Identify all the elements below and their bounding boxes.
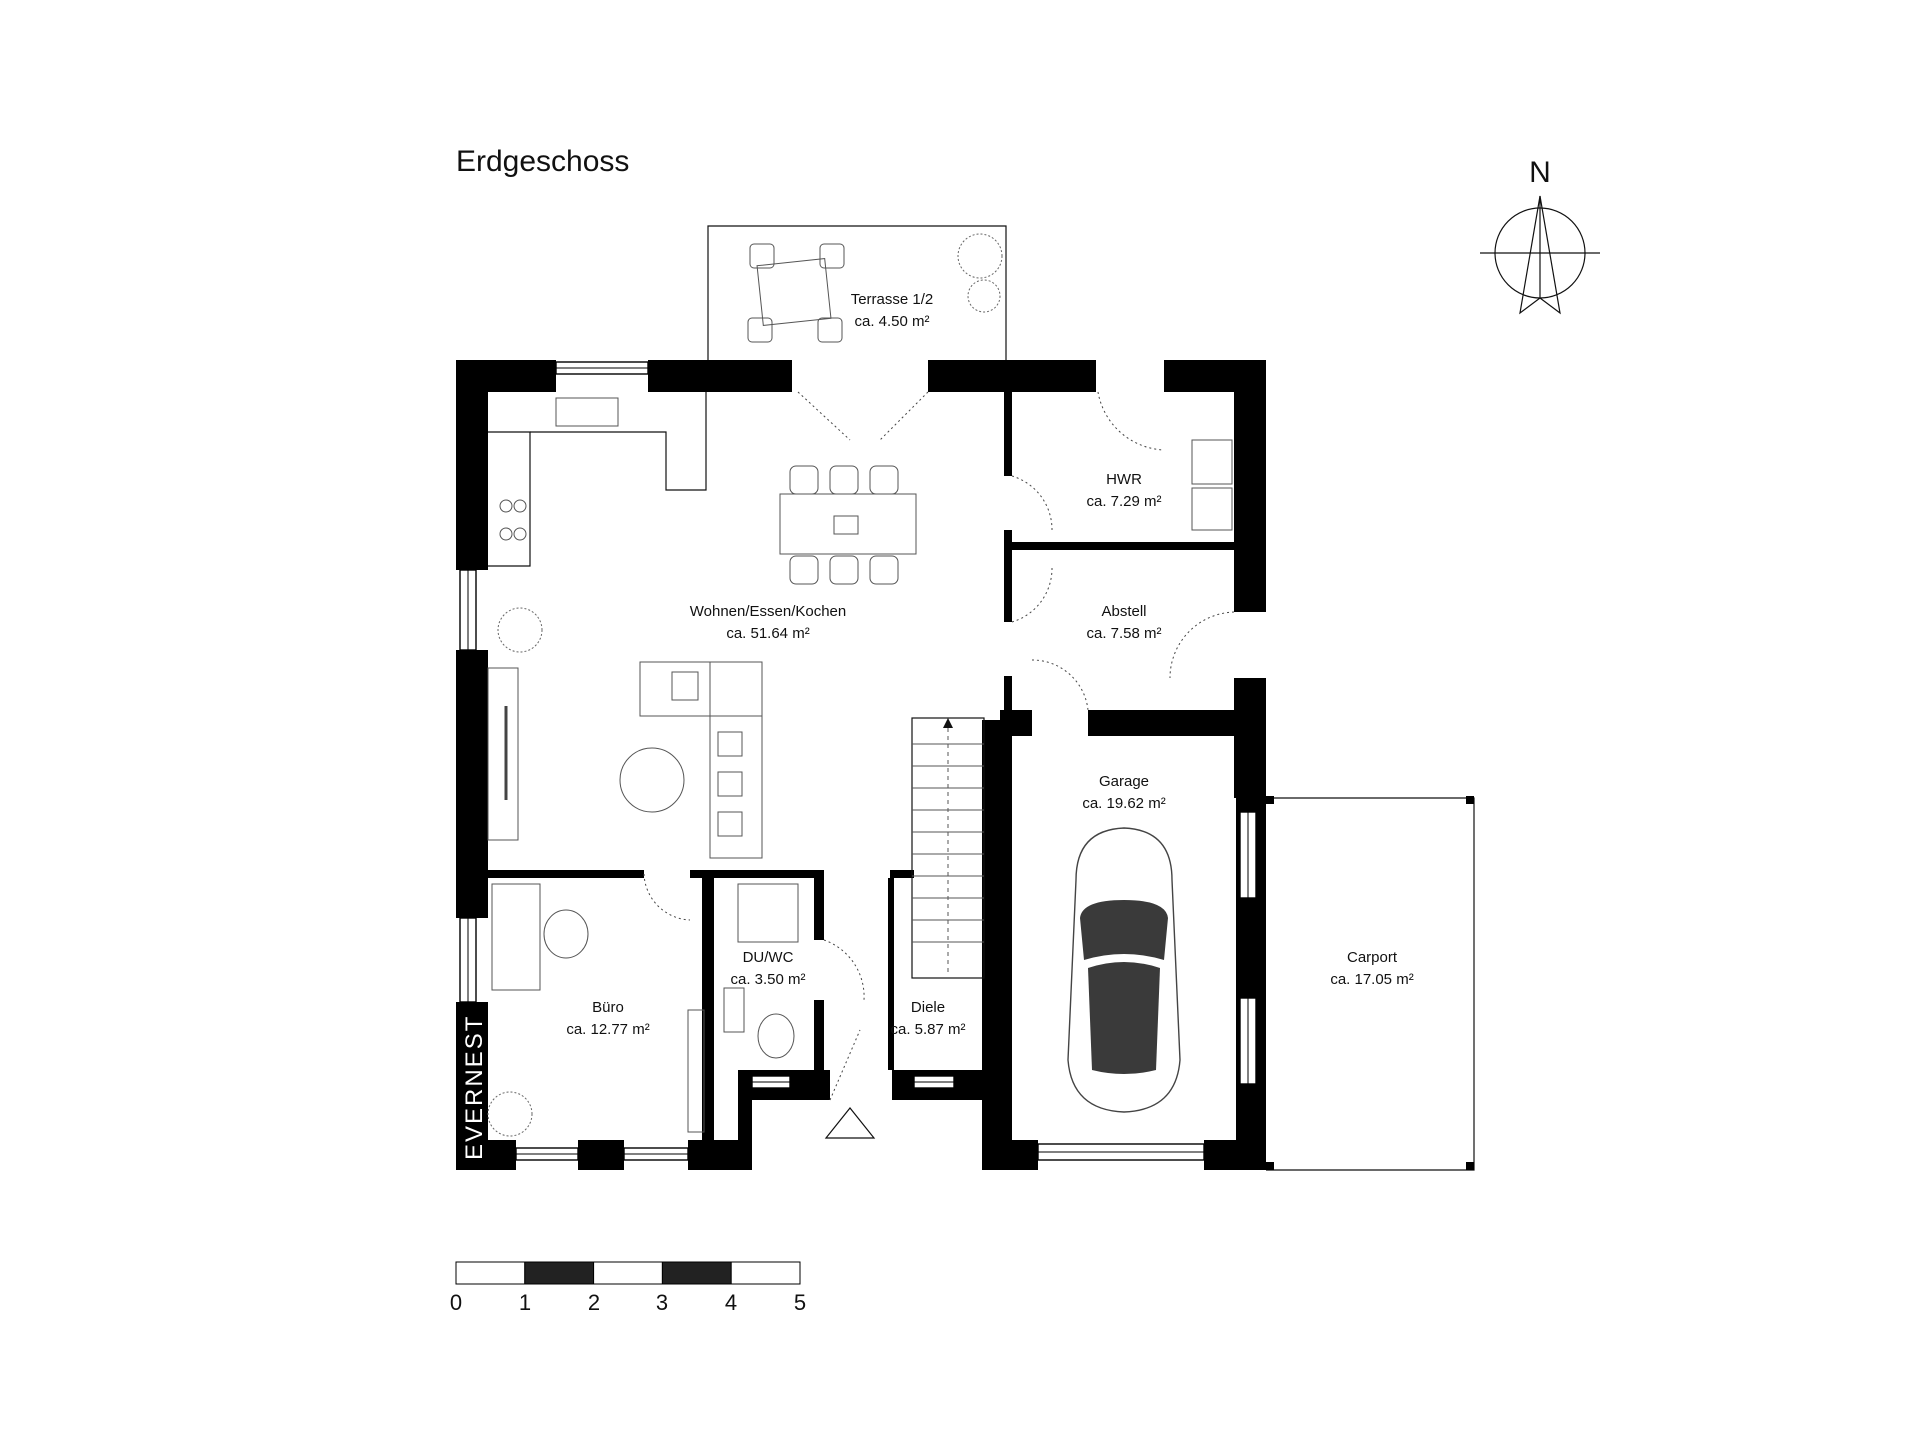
svg-text:Garage: Garage [1099, 773, 1149, 790]
scale-label-3: 3 [656, 1290, 668, 1315]
windows [459, 361, 1257, 1161]
scale-label-2: 2 [588, 1290, 600, 1315]
svg-text:DU/WC: DU/WC [743, 949, 794, 966]
room-label-abstell: Abstell ca. 7.58 m² [1086, 603, 1161, 642]
dining-island [779, 465, 917, 585]
office-desk [491, 883, 705, 1133]
plan-title: Erdgeschoss [456, 145, 629, 178]
svg-text:Diele: Diele [911, 999, 945, 1016]
scale-label-4: 4 [725, 1290, 737, 1315]
brand-logo: EVERNEST [461, 1015, 488, 1160]
svg-text:ca. 3.50 m²: ca. 3.50 m² [730, 971, 805, 988]
car-icon [1067, 827, 1181, 1113]
svg-text:Büro: Büro [592, 999, 624, 1016]
svg-text:ca. 7.29 m²: ca. 7.29 m² [1086, 493, 1161, 510]
doors [643, 391, 1235, 1101]
svg-text:Abstell: Abstell [1101, 603, 1146, 620]
svg-text:Carport: Carport [1347, 949, 1398, 966]
plant-icon [487, 233, 1003, 1137]
coffee-table [619, 747, 685, 813]
svg-text:Wohnen/Essen/Kochen: Wohnen/Essen/Kochen [690, 603, 847, 620]
svg-text:Terrasse 1/2: Terrasse 1/2 [851, 291, 934, 308]
room-label-diele: Diele ca. 5.87 m² [890, 999, 965, 1038]
svg-text:ca. 19.62 m²: ca. 19.62 m² [1082, 795, 1165, 812]
bathroom-fixtures [723, 883, 799, 1059]
room-label-carport: Carport ca. 17.05 m² [1330, 949, 1413, 988]
washing-machines [1191, 439, 1233, 531]
compass-icon: N [1480, 156, 1600, 315]
svg-text:HWR: HWR [1106, 471, 1142, 488]
room-label-buero: Büro ca. 12.77 m² [566, 999, 649, 1038]
room-label-terrasse: Terrasse 1/2 ca. 4.50 m² [851, 291, 934, 330]
svg-text:ca. 51.64 m²: ca. 51.64 m² [726, 625, 809, 642]
staircase [911, 717, 985, 979]
svg-text:ca. 12.77 m²: ca. 12.77 m² [566, 1021, 649, 1038]
terrace-table [747, 243, 845, 343]
svg-text:ca. 7.58 m²: ca. 7.58 m² [1086, 625, 1161, 642]
terrace-outline [707, 225, 1007, 362]
scale-label-0: 0 [450, 1290, 462, 1315]
sofa [619, 661, 763, 859]
room-label-duwc: DU/WC ca. 3.50 m² [730, 949, 805, 988]
room-label-garage: Garage ca. 19.62 m² [1082, 773, 1165, 812]
svg-text:ca. 4.50 m²: ca. 4.50 m² [854, 313, 929, 330]
scale-label-1: 1 [519, 1290, 531, 1315]
kitchen-counter [488, 392, 707, 567]
tv-sideboard [487, 667, 519, 841]
carport-outline [1266, 796, 1475, 1171]
entrance-arrow-icon [824, 1107, 876, 1139]
room-label-hwr: HWR ca. 7.29 m² [1086, 471, 1161, 510]
room-label-wohnen: Wohnen/Essen/Kochen ca. 51.64 m² [690, 603, 847, 642]
scale-label-5: 5 [794, 1290, 806, 1315]
svg-text:ca. 17.05 m²: ca. 17.05 m² [1330, 971, 1413, 988]
north-label: N [1529, 156, 1551, 189]
scale-bar: 0 1 2 3 4 5 [450, 1261, 806, 1315]
svg-text:ca. 5.87 m²: ca. 5.87 m² [890, 1021, 965, 1038]
